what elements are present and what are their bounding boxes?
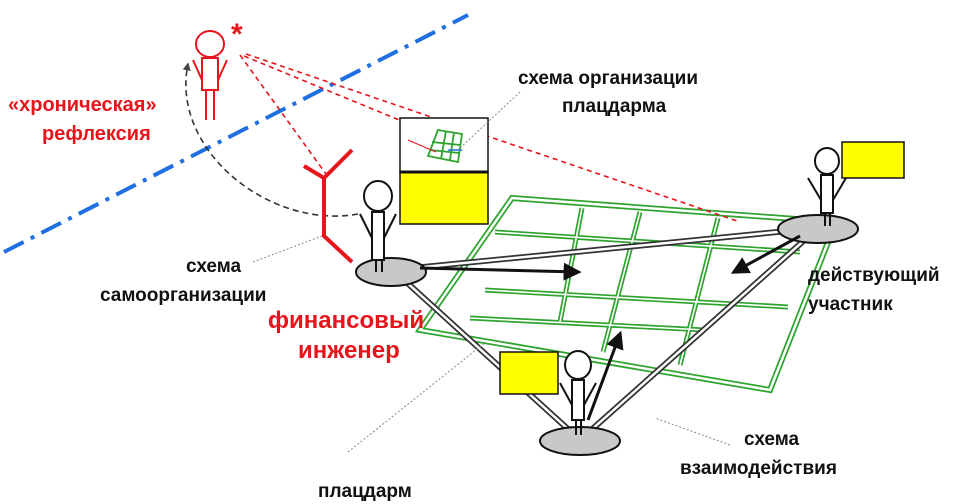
- reflexion-boundary-line: [3, 13, 469, 254]
- acting-participant-label-line1: действующий: [808, 265, 940, 286]
- engineer-action-arrow: [419, 262, 582, 281]
- platform-scheme-label-line2: плацдарма: [562, 96, 667, 117]
- platform-scheme-card: [399, 117, 489, 225]
- interaction-triangle: [385, 224, 827, 445]
- participant-yellow-box: [841, 141, 905, 179]
- engineer-position-disk: [355, 257, 427, 287]
- financial-engineer-label-line2: инженер: [298, 337, 400, 364]
- participant-position-disk: [777, 214, 859, 244]
- label-leaders: [252, 91, 731, 453]
- chronic-reflexion-label-line2: рефлексия: [42, 123, 151, 145]
- financial-engineer-figure: [359, 180, 397, 272]
- platform-plane: [414, 194, 841, 394]
- mini-platform-icon: [426, 128, 464, 164]
- platform-label: плацдарм: [318, 481, 412, 502]
- interaction-scheme-label-line1: схема: [744, 429, 800, 450]
- self-org-label-line2: самоорганизации: [100, 285, 266, 306]
- acting-participant-figure: [807, 147, 847, 226]
- platform-scheme-label-line1: схема организации: [518, 68, 698, 89]
- chronic-reflexion-figure: [192, 30, 228, 120]
- self-organization-mark: [302, 148, 354, 264]
- interaction-scheme-label-line2: взаимодействия: [680, 458, 837, 479]
- financial-engineer-label-line1: финансовый: [268, 307, 424, 334]
- bottom-yellow-box: [499, 351, 559, 395]
- self-org-label-line1: схема: [186, 256, 242, 277]
- reflexion-loop-arrow: [182, 62, 359, 217]
- bottom-participant-figure: [559, 350, 597, 435]
- bottom-action-arrow: [586, 330, 624, 421]
- acting-participant-label-line2: участник: [808, 294, 893, 315]
- asterisk-marker: *: [231, 18, 243, 51]
- participant-action-arrow: [730, 234, 801, 274]
- chronic-reflexion-label-line1: «хроническая»: [8, 94, 157, 116]
